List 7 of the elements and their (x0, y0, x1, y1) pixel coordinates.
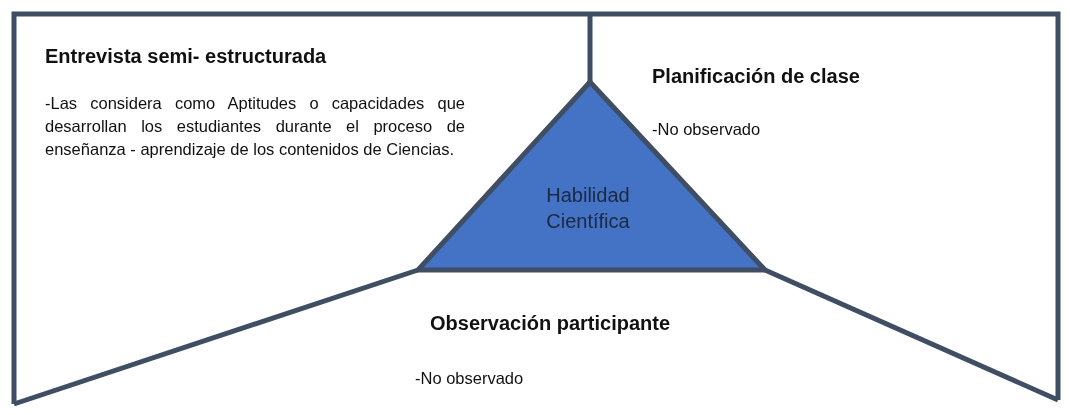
triangle-label: Habilidad Científica (545, 183, 631, 234)
section-text: -No observado (415, 368, 525, 389)
section-heading: Observación participante (430, 312, 671, 335)
section-text: -Las considera como Aptitudes o capacidades que desarrollan los estudiantes durante el proceso de enseñanza - aprendizaje de los contenidos de Ciencias. (45, 93, 465, 160)
section-text: -No observado (652, 119, 762, 140)
section-heading: Planificación de clase (652, 65, 860, 88)
section-heading: Entrevista semi- estructurada (45, 45, 327, 68)
